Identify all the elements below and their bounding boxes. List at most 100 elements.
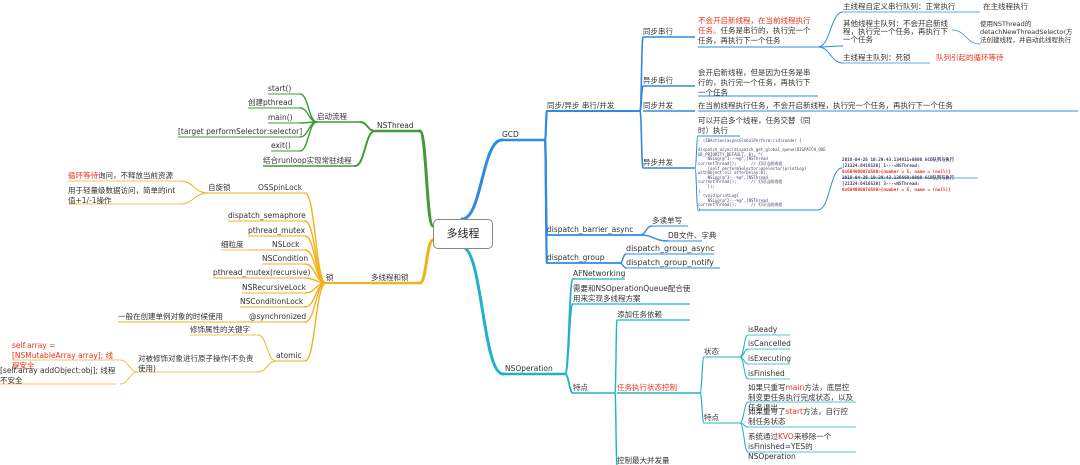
state-isexecuting[interactable]: isExecuting xyxy=(748,354,791,363)
lock-pthread-mutex[interactable]: pthread_mutex xyxy=(248,226,306,235)
start-flow-node[interactable]: 启动流程 xyxy=(317,112,347,121)
lock-nslock[interactable]: NSLock xyxy=(272,240,300,249)
max-concurrency-node[interactable]: 控制最大并发量 xyxy=(617,456,670,465)
async-serial-desc: 会开启新线程，但是因为任务是串行的，执行完一个任务，再执行下一个任务 xyxy=(698,68,811,97)
connector xyxy=(564,373,574,394)
connector xyxy=(817,11,844,48)
connector xyxy=(739,422,749,453)
code-line: UE_PRIORITY_DEFAULT, 0), ^{ xyxy=(698,151,764,157)
feature2-node[interactable]: 特点 xyxy=(704,413,719,422)
sync-concurrent-node[interactable]: 同步并发 xyxy=(643,101,673,110)
sync-serial-desc: 不会开启新线程，在当前线程执行任务。任务是串行的，执行完一个任务，再执行下一个任… xyxy=(698,16,811,45)
connector xyxy=(179,192,209,205)
group-async-node[interactable]: dispatch_group_async xyxy=(626,244,715,253)
async-concurrent-node[interactable]: 异步并发 xyxy=(643,158,673,167)
code-line: - (void)printLog{ xyxy=(698,193,739,199)
step-create-pthread[interactable]: 创建pthread xyxy=(248,98,293,107)
runloop-node[interactable]: 结合runloop实现常驻线程 xyxy=(263,156,352,165)
code-line: } xyxy=(698,188,701,194)
console-log: 2018-04-26 10:29:43.134811+0800 GCD队列与执行… xyxy=(842,158,954,194)
code-line: currentThread]); // 打印当前线程 xyxy=(698,179,783,185)
lock-pthread-mutex-recursive[interactable]: pthread_mutex(recursive) xyxy=(213,268,311,277)
feature-node[interactable]: 特点 xyxy=(573,383,588,392)
connector xyxy=(951,29,981,45)
atomic-node[interactable]: atomic xyxy=(276,351,302,360)
connector xyxy=(257,360,277,373)
async-concurrent-desc: 可以开启多个线程，任务交替（同时）执行 xyxy=(698,116,811,135)
log-line: 2018-04-26 10:29:43.136660+0800 GCD队列与执行 xyxy=(842,176,955,181)
log-line: [21324:6416520] 1---<NSThread: xyxy=(842,164,920,169)
connector xyxy=(304,282,327,362)
connector xyxy=(699,356,705,394)
root-to-nsop xyxy=(460,245,505,376)
step-exit[interactable]: exit() xyxy=(271,141,291,150)
connector xyxy=(739,401,749,424)
status-node[interactable]: 状态 xyxy=(704,347,719,356)
lock-dispatch-semaphore[interactable]: dispatch_semaphore xyxy=(228,211,306,220)
group-notify-node[interactable]: dispatch_group_notify xyxy=(626,258,715,267)
code-line: currentThread]); // 打印当前线程 xyxy=(698,160,783,166)
lock-nscondition[interactable]: NSCondition xyxy=(262,254,309,263)
code-snippet: - (IBAction)asyncGlobalPerform:(id)sende… xyxy=(698,138,826,213)
spin-use: 用于轻量级数据访问，简单的int值+1/-1操作 xyxy=(68,186,176,205)
connector xyxy=(694,135,699,169)
queue-node[interactable]: 需要和NSOperationQueue配合使用来实现多线程方案 xyxy=(573,284,691,303)
code-line: - (IBAction)asyncGlobalPerform:(id)sende… xyxy=(698,138,802,143)
deps-node[interactable]: 添加任务依赖 xyxy=(617,310,662,319)
log-line: 0x60400007d580>{number = 5, name = (null… xyxy=(842,188,951,193)
state-isfinished[interactable]: isFinished xyxy=(748,369,785,378)
state-iscancelled[interactable]: isCancelled xyxy=(748,339,791,348)
step-perform-selector[interactable]: [target performSelector:selector] xyxy=(178,127,303,136)
async-serial-node[interactable]: 异步串行 xyxy=(643,76,673,85)
nsthread-node[interactable]: NSThread xyxy=(377,121,414,130)
connector xyxy=(543,138,549,265)
kvo-desc: 系统通过KVO来移除一个isFinished=YES的NSOperation xyxy=(748,432,832,461)
connector xyxy=(739,356,749,380)
barrier-db-node[interactable]: DB文件、字典 xyxy=(668,231,717,240)
lock-synchronized[interactable]: @synchronized xyxy=(249,312,307,321)
sync-serial-node[interactable]: 同步串行 xyxy=(643,27,673,36)
step-main[interactable]: main() xyxy=(268,113,293,122)
gcd-node[interactable]: GCD xyxy=(502,130,519,139)
lock-nsrecursivelock[interactable]: NSRecursiveLock xyxy=(242,283,306,292)
lock-node[interactable]: 锁 xyxy=(326,273,334,282)
root-to-locks xyxy=(418,238,435,285)
code-line: [self performSelector:@selector(printLog… xyxy=(698,165,807,171)
afnetworking-node[interactable]: AFNetworking xyxy=(573,269,626,278)
log-line: [21324:6416520] 3---<NSThread: xyxy=(842,182,920,187)
main-main-node[interactable]: 主线程主队列：死锁 xyxy=(843,53,911,62)
connector xyxy=(543,109,549,142)
code-line: NSLog(@"2---%@",[NSThread xyxy=(698,197,768,203)
root-to-nsthread xyxy=(418,129,435,228)
barrier-node[interactable]: dispatch_barrier_async xyxy=(547,225,634,234)
log-line: 2018-04-26 10:29:43.134811+0800 GCD队列与执行 xyxy=(842,158,955,163)
nsoperation-node[interactable]: NSOperation xyxy=(505,364,553,373)
root-node[interactable]: 多线程 xyxy=(433,219,493,249)
code-line: }); xyxy=(698,183,715,189)
status-control-node[interactable]: 任务执行状态控制 xyxy=(617,383,677,392)
sync-concurrent-desc: 在当前线程执行任务，不会开启新线程，执行完一个任务，再执行下一个任务 xyxy=(698,101,953,110)
custom-queue-node[interactable]: 主线程自定义串行队列：正常执行 xyxy=(843,2,956,11)
main-main-result: 队列引起的循环等待 xyxy=(936,53,1004,62)
connector xyxy=(639,85,644,112)
code-line: dispatch_async(dispatch_get_global_queue… xyxy=(698,147,826,153)
barrier-rw-node[interactable]: 多读单写 xyxy=(652,216,682,225)
step-start[interactable]: start() xyxy=(268,84,292,93)
other-main-node[interactable]: 其他线程主队列：不会开启新线程，执行完一个任务，再执行下一个任务 xyxy=(843,19,948,44)
connector xyxy=(619,262,627,269)
state-isready[interactable]: isReady xyxy=(748,325,778,334)
sync-async-node[interactable]: 同步/异步 串行/并发 xyxy=(547,101,615,110)
connector xyxy=(614,319,618,394)
code-line: NSLog(@"3---%@",[NSThread xyxy=(698,174,768,180)
code-line: currentThread]); // 打印当前线程 xyxy=(698,202,783,208)
connector xyxy=(564,303,574,375)
lock-nsconditionlock[interactable]: NSConditionLock xyxy=(240,297,304,306)
main-override-desc: 如果只重写main方法，底层控制变更任务执行完成状态，以及任务退出 xyxy=(748,383,853,412)
spin-node[interactable]: 自旋锁 xyxy=(208,183,231,192)
log-line: 0x60400007d580>{number = 5, name = (null… xyxy=(842,170,951,175)
osspinlock-node[interactable]: OSSpinLock xyxy=(258,183,303,192)
group-node[interactable]: dispatch_group xyxy=(547,253,605,262)
multithread-lock-node[interactable]: 多线程和锁 xyxy=(371,273,409,282)
